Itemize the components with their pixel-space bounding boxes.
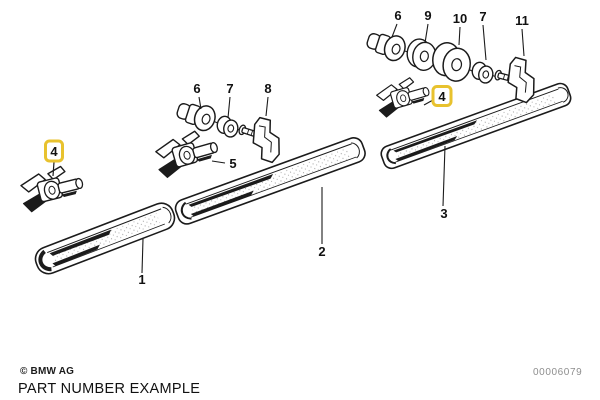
part-drawing-nut-7-centre: [214, 114, 241, 139]
callout-6-centre-label: 6: [193, 81, 200, 96]
copyright-text: © BMW AG: [20, 366, 74, 377]
part-drawing-moulding-strip-1: [34, 202, 176, 275]
highlighted-callout-4-left-leader: [52, 161, 55, 177]
part-drawing-clip-5-centre: [150, 125, 223, 180]
callout-5-leader: [211, 160, 226, 164]
highlighted-callout-4-left[interactable]: 4: [44, 139, 64, 177]
callout-11-leader: [521, 28, 525, 57]
doc-number-text: 00006079: [533, 367, 582, 378]
callout-7-right-label: 7: [479, 9, 486, 24]
callout-2-label: 2: [318, 244, 325, 259]
callout-6-centre-leader: [198, 96, 202, 110]
callout-6-right-label: 6: [394, 8, 401, 23]
callout-1-leader: [141, 238, 144, 274]
callout-2[interactable]: 2: [318, 187, 326, 259]
callout-8-leader: [265, 96, 269, 117]
callout-8[interactable]: 8: [264, 81, 272, 117]
part-drawing-bracket-11: [504, 55, 538, 105]
callout-9-label: 9: [424, 8, 431, 23]
callout-9[interactable]: 9: [424, 8, 432, 44]
callout-11[interactable]: 11: [515, 13, 529, 57]
part-drawing-plug-6-centre: [173, 96, 219, 134]
callout-7-right[interactable]: 7: [479, 9, 487, 61]
callout-3[interactable]: 3: [440, 145, 448, 221]
callout-3-leader: [442, 145, 446, 207]
highlighted-callout-4-right-label: 4: [438, 89, 446, 104]
part-drawing-moulding-strip-2: [174, 137, 366, 225]
callout-7-centre-leader: [227, 96, 231, 119]
part-drawing-bracket-8: [249, 114, 283, 166]
callout-10-leader: [458, 26, 461, 46]
part-drawing-spacer-10: [429, 40, 474, 84]
highlighted-callout-4-right[interactable]: 4: [423, 85, 453, 107]
callout-6-right[interactable]: 6: [391, 8, 402, 38]
callout-3-label: 3: [440, 206, 447, 221]
callout-7-centre-label: 7: [226, 81, 233, 96]
callout-10-label: 10: [453, 11, 467, 26]
callout-1[interactable]: 1: [138, 238, 146, 287]
part-drawing-moulding-strip-3: [380, 82, 572, 170]
fastener-group-centre: [173, 96, 283, 166]
callout-9-leader: [424, 23, 429, 44]
callout-6-right-leader: [391, 23, 398, 38]
callout-8-label: 8: [264, 81, 271, 96]
callout-7-right-leader: [482, 24, 487, 61]
highlight-box: [431, 85, 453, 107]
callout-10[interactable]: 10: [453, 11, 467, 46]
fastener-group-right: [363, 26, 538, 105]
part-drawing-clip-4-right: [372, 73, 434, 120]
part-drawing-clip-4-left: [16, 161, 87, 214]
page-caption: PART NUMBER EXAMPLE: [18, 381, 200, 397]
callout-7-centre[interactable]: 7: [226, 81, 234, 119]
callout-5[interactable]: 5: [211, 156, 237, 171]
callout-5-label: 5: [229, 156, 236, 171]
part-drawing-nut-7-right: [469, 60, 496, 85]
callout-6-centre[interactable]: 6: [193, 81, 202, 110]
callout-11-label: 11: [515, 13, 529, 28]
highlighted-callout-4-left-label: 4: [50, 144, 58, 159]
callout-1-label: 1: [138, 272, 145, 287]
part-drawing-plug-6-right: [363, 26, 409, 64]
highlight-box: [44, 139, 64, 163]
